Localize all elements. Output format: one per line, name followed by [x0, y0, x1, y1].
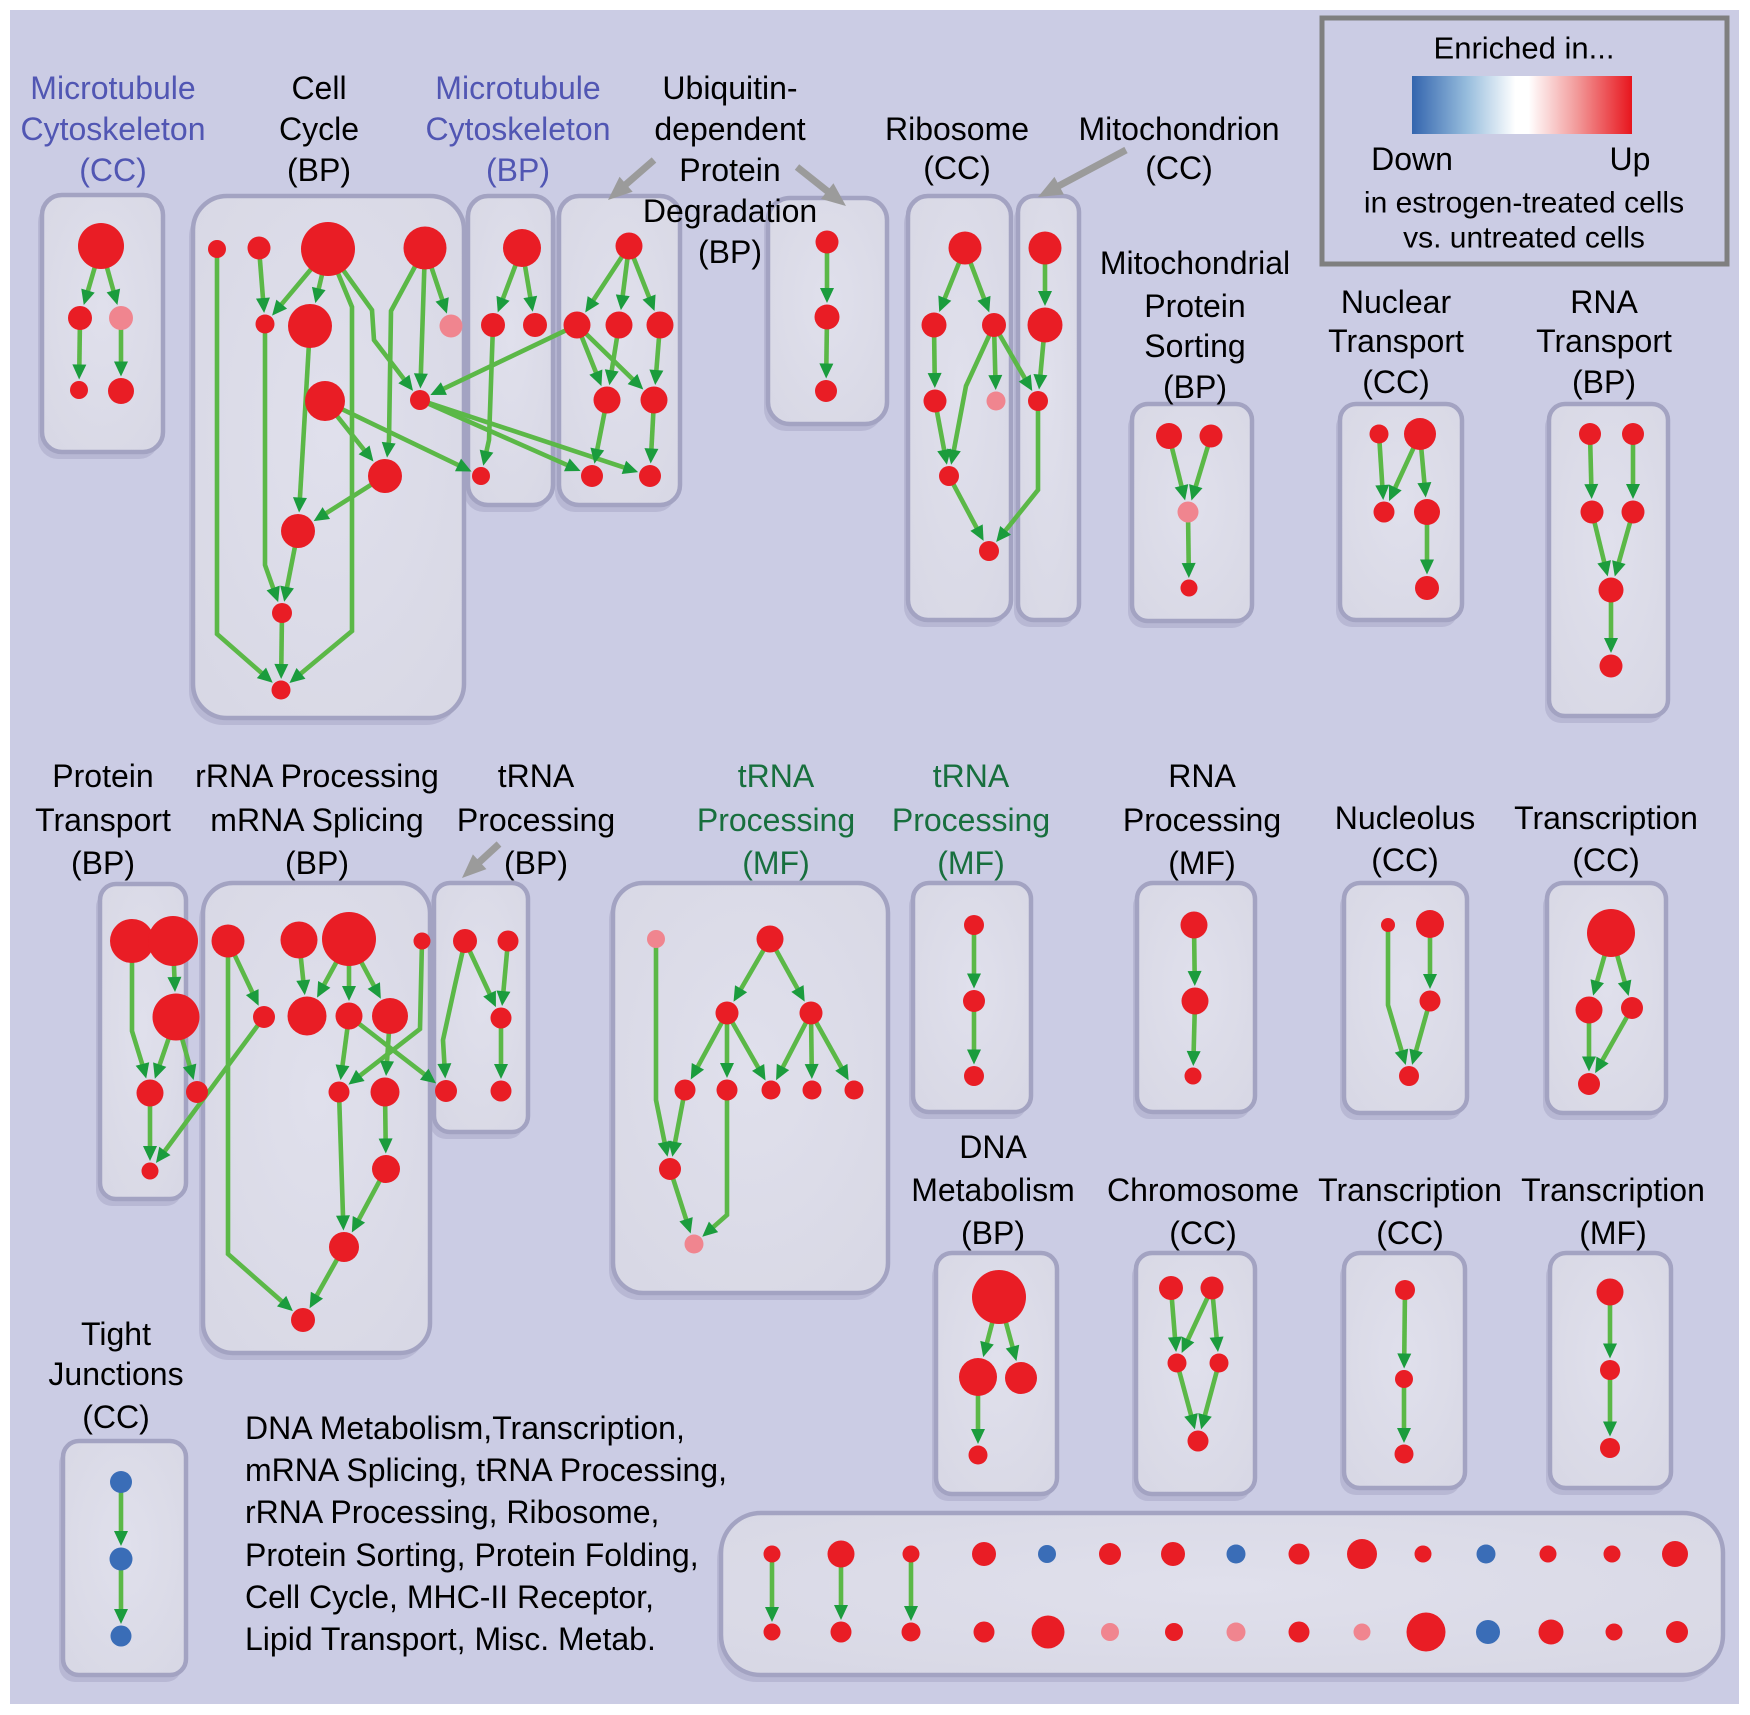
svg-text:(BP): (BP)	[698, 234, 762, 270]
svg-text:Cytoskeleton: Cytoskeleton	[426, 111, 611, 147]
svg-text:(MF): (MF)	[937, 845, 1005, 881]
svg-text:DNA: DNA	[959, 1129, 1027, 1165]
svg-text:Processing: Processing	[457, 802, 615, 838]
svg-text:RNA: RNA	[1168, 758, 1236, 794]
svg-text:Protein: Protein	[52, 758, 153, 794]
svg-text:(MF): (MF)	[1168, 845, 1236, 881]
svg-text:(CC): (CC)	[1169, 1215, 1237, 1251]
svg-text:(CC): (CC)	[1362, 364, 1430, 400]
svg-text:(BP): (BP)	[486, 152, 550, 188]
svg-text:dependent: dependent	[654, 111, 805, 147]
svg-text:tRNA: tRNA	[498, 758, 575, 794]
svg-text:Mitochondrion: Mitochondrion	[1079, 111, 1280, 147]
svg-text:(MF): (MF)	[1579, 1215, 1647, 1251]
svg-text:Transport: Transport	[1328, 323, 1464, 359]
svg-text:rRNA Processing: rRNA Processing	[195, 758, 439, 794]
svg-text:Cell Cycle, MHC-II Receptor,: Cell Cycle, MHC-II Receptor,	[245, 1579, 654, 1615]
svg-text:Mitochondrial: Mitochondrial	[1100, 245, 1290, 281]
svg-text:tRNA: tRNA	[738, 758, 815, 794]
svg-text:(BP): (BP)	[285, 845, 349, 881]
svg-text:(MF): (MF)	[742, 845, 810, 881]
svg-text:Up: Up	[1610, 141, 1651, 177]
svg-text:DNA Metabolism,Transcription,: DNA Metabolism,Transcription,	[245, 1410, 685, 1446]
svg-text:Down: Down	[1371, 141, 1453, 177]
svg-text:(BP): (BP)	[1572, 364, 1636, 400]
svg-text:Transcription: Transcription	[1318, 1172, 1502, 1208]
svg-text:Chromosome: Chromosome	[1107, 1172, 1299, 1208]
svg-text:Cytoskeleton: Cytoskeleton	[21, 111, 206, 147]
svg-text:Metabolism: Metabolism	[911, 1172, 1075, 1208]
svg-text:mRNA Splicing: mRNA Splicing	[210, 802, 423, 838]
svg-text:(BP): (BP)	[961, 1215, 1025, 1251]
svg-text:Nuclear: Nuclear	[1341, 284, 1452, 320]
svg-text:Tight: Tight	[81, 1316, 151, 1352]
svg-text:(CC): (CC)	[1572, 842, 1640, 878]
svg-text:Transcription: Transcription	[1521, 1172, 1705, 1208]
svg-text:Lipid Transport, Misc. Metab.: Lipid Transport, Misc. Metab.	[245, 1621, 656, 1657]
svg-text:Junctions: Junctions	[48, 1356, 183, 1392]
svg-text:vs. untreated cells: vs. untreated cells	[1403, 222, 1645, 255]
svg-text:(CC): (CC)	[1376, 1215, 1444, 1251]
svg-text:Processing: Processing	[697, 802, 855, 838]
svg-text:Protein: Protein	[1144, 288, 1245, 324]
svg-text:RNA: RNA	[1570, 284, 1638, 320]
svg-text:Sorting: Sorting	[1144, 328, 1245, 364]
svg-text:Transcription: Transcription	[1514, 800, 1698, 836]
svg-text:(CC): (CC)	[1145, 150, 1213, 186]
svg-text:Nucleolus: Nucleolus	[1335, 800, 1476, 836]
svg-text:Ubiquitin-: Ubiquitin-	[662, 70, 797, 106]
svg-text:Degradation: Degradation	[643, 193, 817, 229]
svg-text:mRNA Splicing, tRNA Processing: mRNA Splicing, tRNA Processing,	[245, 1452, 727, 1488]
svg-text:Cell: Cell	[291, 70, 346, 106]
svg-text:Microtubule: Microtubule	[30, 70, 195, 106]
svg-text:Cycle: Cycle	[279, 111, 359, 147]
svg-text:(CC): (CC)	[923, 150, 991, 186]
svg-text:rRNA Processing, Ribosome,: rRNA Processing, Ribosome,	[245, 1494, 659, 1530]
svg-text:tRNA: tRNA	[933, 758, 1010, 794]
svg-text:(BP): (BP)	[504, 845, 568, 881]
svg-text:Protein: Protein	[679, 152, 780, 188]
svg-text:Ribosome: Ribosome	[885, 111, 1029, 147]
svg-text:in estrogen-treated cells: in estrogen-treated cells	[1364, 187, 1684, 220]
svg-text:Protein Sorting, Protein Foldi: Protein Sorting, Protein Folding,	[245, 1537, 699, 1573]
svg-text:(CC): (CC)	[82, 1399, 150, 1435]
svg-text:(CC): (CC)	[1371, 842, 1439, 878]
svg-text:(CC): (CC)	[79, 152, 147, 188]
svg-text:Processing: Processing	[1123, 802, 1281, 838]
svg-text:(BP): (BP)	[71, 845, 135, 881]
svg-text:(BP): (BP)	[1163, 369, 1227, 405]
svg-text:Processing: Processing	[892, 802, 1050, 838]
svg-text:(BP): (BP)	[287, 152, 351, 188]
svg-text:Enriched in...: Enriched in...	[1434, 31, 1615, 66]
svg-text:Microtubule: Microtubule	[435, 70, 600, 106]
svg-text:Transport: Transport	[1536, 323, 1672, 359]
svg-text:Transport: Transport	[35, 802, 171, 838]
